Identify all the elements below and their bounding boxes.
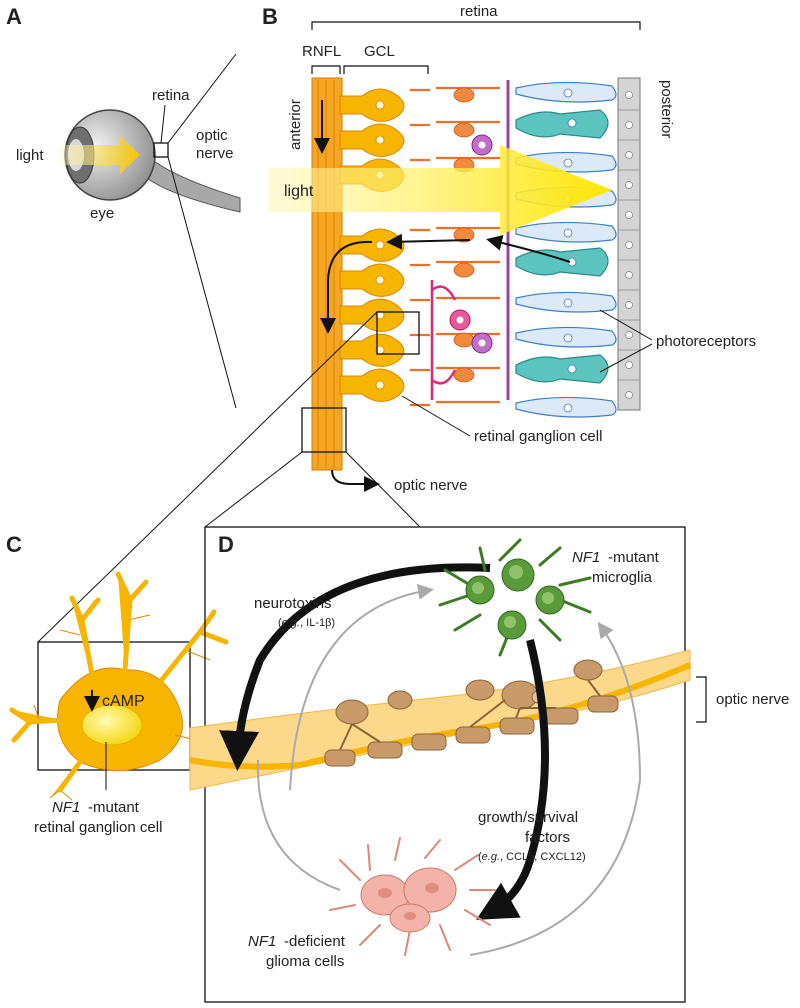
zoom-line-c xyxy=(37,311,378,643)
zoom-line-d-left xyxy=(204,451,303,528)
growth-factor-arrow xyxy=(476,639,549,920)
bipolar-somas xyxy=(453,87,475,383)
signal-arrow-2 xyxy=(386,233,471,250)
gray-arrow-2 xyxy=(469,621,642,956)
zoom-line-bottom xyxy=(167,156,237,409)
myelin-segments xyxy=(324,695,619,767)
optic-nerve-bracket-d xyxy=(696,676,707,723)
label-nf1-microglia: NF1 xyxy=(572,549,600,566)
optic-nerve-band xyxy=(189,649,691,791)
label-optic-nerve-d: optic nerve xyxy=(716,691,789,708)
label-microglia: microglia xyxy=(592,569,653,586)
label-mutant-microglia: -mutant xyxy=(608,549,660,566)
label-mutant-c: -mutant xyxy=(88,799,140,816)
retina-leader xyxy=(160,104,166,144)
microglia-cluster xyxy=(438,538,592,657)
label-eye: eye xyxy=(90,205,114,222)
rgc-nucleus xyxy=(81,704,143,746)
label-light: light xyxy=(16,147,44,164)
optic-nerve-stalk xyxy=(143,157,241,213)
photoreceptor-layer xyxy=(515,81,617,418)
rgc-leader xyxy=(401,395,471,437)
label-retina: retina xyxy=(152,87,190,104)
rnfl-bracket xyxy=(311,65,341,74)
panel-a: A light retina optic nerve eye xyxy=(6,4,241,409)
signal-arrow-3 xyxy=(320,240,373,334)
light-arrow xyxy=(268,145,612,235)
zoom-line-top xyxy=(167,53,237,144)
label-retina-b: retina xyxy=(460,3,498,20)
amacrine-process xyxy=(430,280,457,400)
label-deficient: -deficient xyxy=(284,933,346,950)
panel-c-letter: C xyxy=(6,532,22,557)
zoom-line-d-right xyxy=(345,451,421,528)
label-camp: cAMP xyxy=(102,693,145,710)
label-factors: factors xyxy=(525,829,570,846)
label-posterior: posterior xyxy=(658,80,675,138)
panel-d-letter: D xyxy=(218,532,234,557)
label-growth-survival: growth/survival xyxy=(478,809,578,826)
photoreceptor-leader-2 xyxy=(599,343,653,373)
label-optic-nerve-b: optic nerve xyxy=(394,477,467,494)
label-eg1: (e.g., IL-1β) xyxy=(278,617,335,629)
photoreceptor-leader-1 xyxy=(599,309,653,341)
eye-light-arrow xyxy=(60,136,140,174)
label-nf1-glioma: NF1 xyxy=(248,933,276,950)
panel-a-letter: A xyxy=(6,4,22,29)
rnfl-bar xyxy=(311,77,343,471)
label-rnfl: RNFL xyxy=(302,43,341,60)
gray-arrow-1 xyxy=(289,583,434,791)
label-eg2: (e.g., CCL5, CXCL12) xyxy=(478,851,586,863)
rgc-dendrites xyxy=(9,571,229,793)
optic-nerve-arrow xyxy=(331,469,380,492)
label-light-b: light xyxy=(284,183,314,200)
label-photoreceptors: photoreceptors xyxy=(656,333,756,350)
oligo-processes xyxy=(339,679,601,751)
label-retinal-ganglion-cell: retinal ganglion cell xyxy=(474,428,602,445)
oligodendrocytes xyxy=(335,659,603,725)
label-nf1-c: NF1 xyxy=(52,799,80,816)
gray-arrow-3 xyxy=(256,759,341,891)
rpe-layer xyxy=(617,77,641,411)
retina-bracket xyxy=(311,21,641,30)
horizontal-nucleus-1 xyxy=(478,141,486,149)
label-glioma-cells: glioma cells xyxy=(266,953,344,970)
label-anterior: anterior xyxy=(287,99,304,150)
amacrine-nucleus xyxy=(456,316,464,324)
neurotoxin-arrow xyxy=(219,563,491,771)
signal-arrow-1 xyxy=(486,235,571,263)
rgc-zoom-box xyxy=(376,311,420,355)
retina-box xyxy=(153,142,169,158)
panel-d: D xyxy=(189,526,789,1003)
label-gcl: GCL xyxy=(364,43,395,60)
label-nerve: nerve xyxy=(196,145,234,162)
gcl-bracket xyxy=(343,65,429,74)
label-optic: optic xyxy=(196,127,228,144)
panel-c: C cAMP NF1 -mutant retinal xyxy=(6,532,261,836)
horizontal-nucleus-2 xyxy=(478,339,486,347)
label-rgc-c: retinal ganglion cell xyxy=(34,819,162,836)
panel-b: B retina RNFL GCL anterior posterior xyxy=(262,3,756,494)
optic-zoom-box xyxy=(301,407,347,453)
label-neurotoxins: neurotoxins xyxy=(254,595,332,612)
glioma-cluster xyxy=(329,837,496,956)
panel-b-letter: B xyxy=(262,4,278,29)
